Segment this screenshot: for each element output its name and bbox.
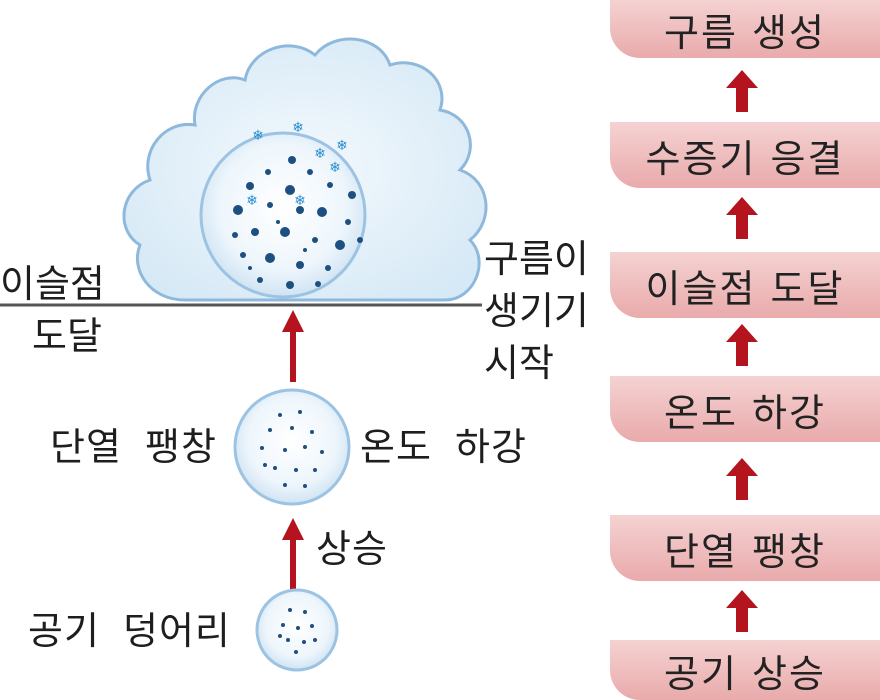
particle-dot: [260, 446, 264, 450]
temperature-drop-label: 온도 하강: [360, 425, 527, 469]
particle-dot: [281, 623, 285, 627]
ice-crystal-icon: ❄: [252, 128, 264, 144]
flow-arrow-1: [726, 70, 758, 112]
particle-dot: [296, 261, 304, 269]
particle-dot: [298, 410, 302, 414]
particle-dot: [315, 281, 321, 287]
particle-dot: [290, 426, 294, 430]
particle-dot: [265, 253, 275, 263]
rise-label: 상승: [316, 527, 388, 571]
particle-dot: [302, 640, 306, 644]
adiabatic-expansion-label: 단열 팽창: [50, 425, 217, 469]
particle-dot: [286, 281, 294, 289]
particle-dot: [280, 227, 290, 237]
particle-dot: [251, 228, 259, 236]
flow-step-adiabatic-expansion: 단열 팽창: [610, 515, 880, 581]
particle-dot: [313, 638, 317, 642]
particle-dot: [303, 610, 307, 614]
dew-point-label: 이슬점 도달: [0, 262, 105, 358]
water-droplets: [232, 156, 363, 289]
particle-dot: [273, 466, 277, 470]
particle-dot: [303, 248, 307, 252]
ice-crystal-icon: ❄: [314, 146, 326, 162]
flow-step-temperature-drop: 온도 하강: [610, 376, 880, 442]
cloud-begin-label: 구름이 생기기 시작: [484, 237, 589, 385]
particle-dot: [263, 463, 267, 467]
particle-dot: [246, 182, 254, 190]
ice-crystal-icon: ❄: [246, 193, 258, 209]
particle-dot: [303, 484, 307, 488]
particle-dot: [265, 169, 271, 175]
particle-dot: [345, 219, 351, 225]
flow-arrow-5: [726, 590, 758, 632]
particle-dot: [327, 182, 333, 188]
rise-arrow-upper: [282, 310, 304, 382]
particle-dot: [267, 202, 273, 208]
flow-step-condensation: 수증기 응결: [610, 122, 880, 188]
particle-dot: [248, 266, 252, 270]
particle-dot: [325, 265, 331, 271]
flow-step-dew-point: 이슬점 도달: [610, 252, 880, 318]
flow-arrow-3: [726, 324, 758, 366]
particle-dot: [283, 483, 287, 487]
particle-dot: [357, 237, 363, 243]
air-parcel-label: 공기 덩어리: [28, 609, 231, 653]
ice-crystal-icon: ❄: [329, 160, 341, 176]
particle-dot: [233, 205, 243, 215]
particle-dot: [288, 608, 292, 612]
ice-crystal-icon: ❄: [292, 120, 304, 136]
particle-dot: [307, 169, 313, 175]
saturated-air-parcel: [199, 131, 367, 299]
particle-dot: [303, 445, 307, 449]
particle-dot: [320, 450, 324, 454]
flow-arrow-4: [726, 458, 758, 500]
particle-dot: [310, 624, 314, 628]
particle-dot: [296, 626, 300, 630]
particle-dot: [348, 191, 356, 199]
particle-dot: [294, 650, 298, 654]
particle-dot: [286, 638, 290, 642]
flow-step-air-rise: 공기 상승: [610, 640, 880, 700]
particle-dot: [276, 220, 280, 224]
vapor-dots-small: [278, 608, 317, 654]
flow-arrow-2: [726, 197, 758, 239]
cloud-formation-diagram: ❄❄❄❄❄❄❄: [0, 37, 488, 672]
particle-dot: [288, 156, 296, 164]
flow-step-cloud-formation: 구름 생성: [610, 0, 880, 58]
particle-dot: [296, 206, 304, 214]
vapor-dots-middle: [260, 410, 324, 488]
particle-dot: [310, 430, 314, 434]
particle-dot: [283, 448, 287, 452]
particle-dot: [285, 185, 295, 195]
expanding-air-parcel: [233, 388, 351, 506]
particle-dot: [313, 468, 317, 472]
particle-dot: [278, 413, 282, 417]
particle-dot: [278, 634, 282, 638]
particle-dot: [317, 207, 327, 217]
particle-dot: [294, 468, 298, 472]
particle-dot: [232, 232, 238, 238]
particle-dot: [240, 252, 246, 258]
ice-crystal-icon: ❄: [336, 138, 348, 154]
rise-arrow-lower: [282, 518, 304, 590]
ice-crystal-icons: ❄❄❄❄❄❄❄: [246, 120, 348, 209]
particle-dot: [268, 428, 272, 432]
ice-crystal-icon: ❄: [294, 193, 306, 209]
air-parcel: [255, 588, 339, 672]
particle-dot: [335, 240, 345, 250]
particle-dot: [257, 277, 263, 283]
particle-dot: [312, 237, 318, 243]
